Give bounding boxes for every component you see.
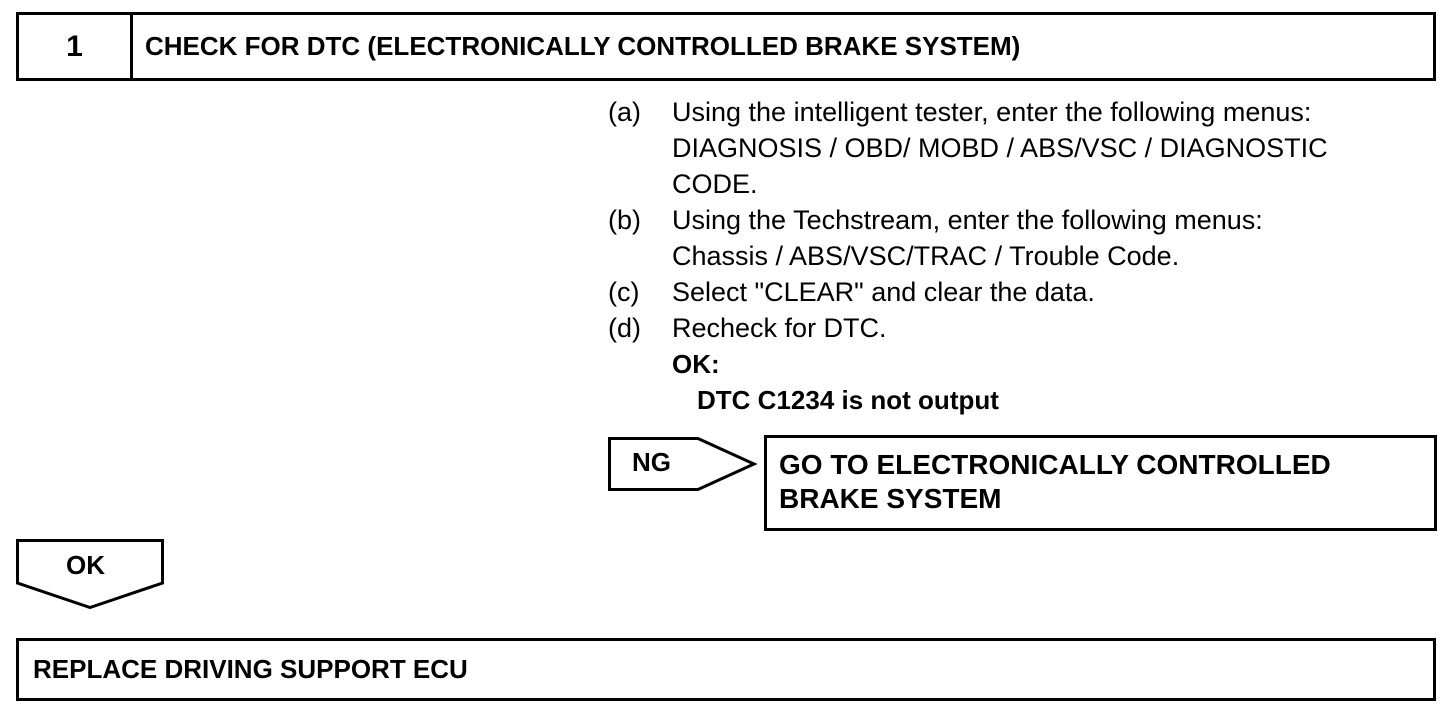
instruction-letter: (d) bbox=[608, 313, 641, 343]
step-header: 1 CHECK FOR DTC (ELECTRONICALLY CONTROLL… bbox=[16, 12, 1436, 81]
ok-result-criteria: DTC C1234 is not output bbox=[697, 385, 999, 415]
instruction-text: Select "CLEAR" and clear the data. bbox=[672, 277, 1095, 307]
ok-label: OK bbox=[66, 550, 105, 580]
instruction-text: Using the intelligent tester, enter the … bbox=[672, 97, 1328, 199]
instruction-letter: (a) bbox=[608, 97, 641, 127]
instruction-text: Using the Techstream, enter the followin… bbox=[672, 205, 1263, 271]
ok-arrow-icon bbox=[16, 539, 164, 609]
instruction-letter: (b) bbox=[608, 205, 641, 235]
instruction-text: Recheck for DTC. bbox=[672, 313, 887, 343]
ng-result-box: GO TO ELECTRONICALLY CONTROLLED BRAKE SY… bbox=[764, 435, 1437, 531]
instruction-item: (c) Select "CLEAR" and clear the data. bbox=[608, 274, 1438, 310]
final-step-box: REPLACE DRIVING SUPPORT ECU bbox=[16, 638, 1436, 701]
ng-label: NG bbox=[632, 447, 671, 477]
ng-result-text: GO TO ELECTRONICALLY CONTROLLED BRAKE SY… bbox=[779, 449, 1331, 514]
instruction-item: (a) Using the intelligent tester, enter … bbox=[608, 94, 1438, 202]
instruction-item: (b) Using the Techstream, enter the foll… bbox=[608, 202, 1438, 274]
instruction-letter: (c) bbox=[608, 277, 640, 307]
instruction-list: (a) Using the intelligent tester, enter … bbox=[608, 94, 1438, 418]
ok-result-label: OK: bbox=[672, 349, 720, 379]
instruction-item: (d) Recheck for DTC. bbox=[608, 310, 1438, 346]
step-title: CHECK FOR DTC (ELECTRONICALLY CONTROLLED… bbox=[145, 31, 1021, 61]
final-step-text: REPLACE DRIVING SUPPORT ECU bbox=[33, 654, 468, 684]
ng-arrow-icon bbox=[608, 437, 758, 491]
step-number: 1 bbox=[19, 15, 133, 78]
